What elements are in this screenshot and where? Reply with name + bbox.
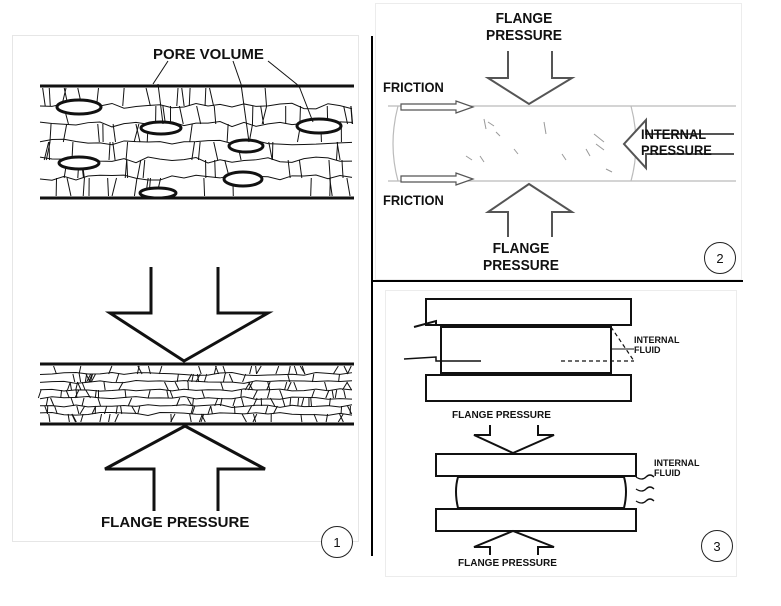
friction-top-label: FRICTION — [383, 79, 444, 95]
gasket-assembly-uncompressed — [403, 298, 635, 402]
panel-number-badge: 1 — [321, 526, 353, 558]
panel1-drawing — [37, 60, 354, 511]
internal-fluid-label-top: INTERNAL FLUID — [634, 335, 680, 355]
friction-bottom-label: FRICTION — [383, 192, 444, 208]
flange-arrow-up — [473, 529, 555, 555]
pore-ellipses — [55, 98, 343, 200]
panel-number-badge: 3 — [701, 530, 733, 562]
flange-arrow-down — [104, 267, 274, 363]
panel2-drawing — [388, 51, 736, 237]
flange-arrow-down — [473, 425, 555, 455]
horizontal-divider — [373, 280, 743, 282]
pore-volume-label: PORE VOLUME — [153, 46, 264, 63]
flange-pressure-mid-label: FLANGE PRESSURE — [452, 410, 551, 421]
panel-internal-fluid: INTERNAL FLUID FLANGE PRESSURE INTERNAL … — [385, 290, 737, 577]
gasket-assembly-compressed — [435, 453, 655, 532]
panel-number-badge: 2 — [704, 242, 736, 274]
flange-pressure-bottom-label: FLANGE PRESSURE — [458, 558, 557, 569]
compressed-gasket-layer — [37, 362, 354, 426]
pore-pointers — [152, 60, 314, 143]
internal-fluid-label-bottom: INTERNAL FLUID — [654, 458, 700, 478]
flange-pressure-bottom-label: FLANGE PRESSURE — [483, 240, 559, 274]
internal-pressure-label: INTERNAL PRESSURE — [641, 126, 712, 158]
flange-pressure-top-label: FLANGE PRESSURE — [486, 10, 562, 44]
flange-arrow-up — [104, 424, 266, 511]
internal-pressure-arrow — [622, 117, 734, 171]
panel-friction-forces: FLANGE PRESSURE FRICTION FRICTION INTERN… — [375, 3, 742, 280]
panel-pore-compression: PORE VOLUME FLANGE PRESSURE 1 — [12, 35, 359, 558]
flange-arrow-down — [484, 51, 576, 106]
friction-arrows — [400, 100, 475, 186]
flange-arrow-up — [484, 182, 576, 237]
flange-pressure-label: FLANGE PRESSURE — [101, 514, 250, 531]
surface-marks — [465, 118, 613, 173]
panel3-drawing — [403, 298, 655, 555]
vertical-divider — [371, 36, 373, 556]
